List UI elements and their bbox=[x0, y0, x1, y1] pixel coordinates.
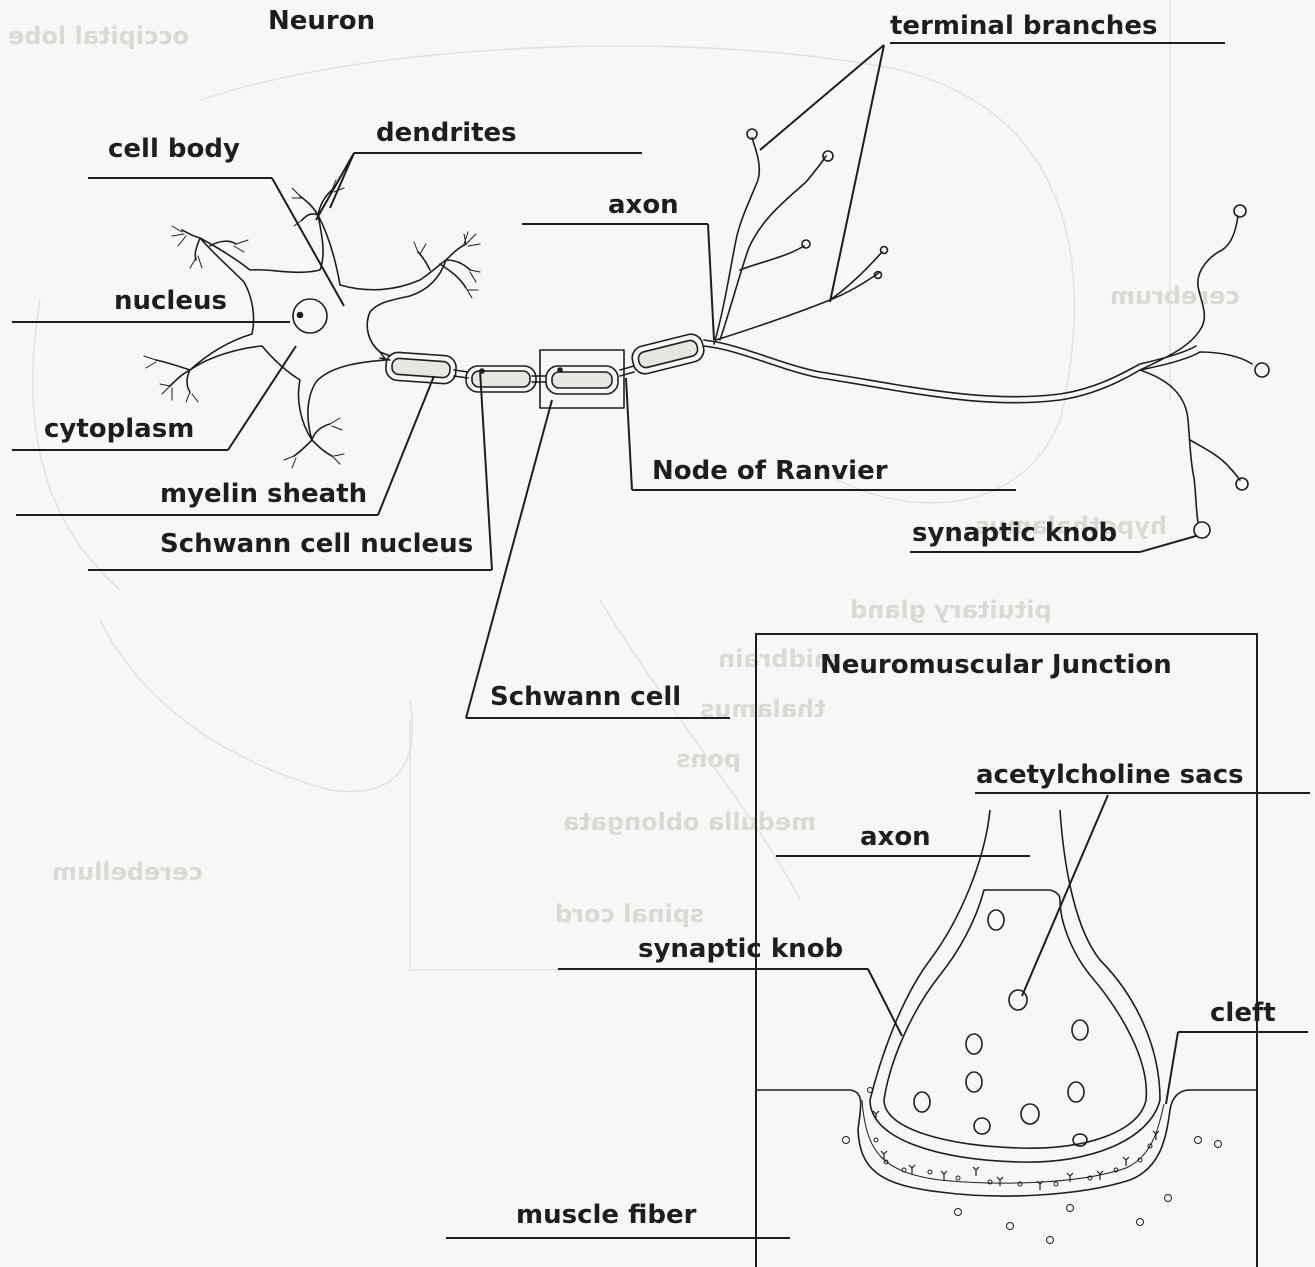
label-schwann-cell: Schwann cell bbox=[490, 682, 681, 712]
myelin-segment bbox=[466, 366, 536, 392]
label-nmj-synaptic-knob: synaptic knob bbox=[638, 934, 843, 964]
terminal-branches-upper bbox=[714, 138, 882, 344]
label-muscle-fiber: muscle fiber bbox=[516, 1200, 696, 1230]
neuron-title: Neuron bbox=[268, 6, 375, 36]
label-synaptic-knob: synaptic knob bbox=[912, 518, 1117, 548]
receptor-sites bbox=[873, 1111, 1159, 1190]
nmj-knob-inner bbox=[884, 890, 1146, 1148]
label-cleft: cleft bbox=[1210, 998, 1276, 1028]
myelin-segment bbox=[546, 366, 618, 394]
axon-terminal bbox=[704, 340, 1200, 403]
label-cytoplasm: cytoplasm bbox=[44, 414, 194, 444]
terminal-knob bbox=[1234, 205, 1246, 217]
myelin-segment bbox=[630, 332, 707, 377]
cell-body-outline bbox=[190, 215, 446, 440]
terminal-knob bbox=[1236, 478, 1248, 490]
label-dendrites: dendrites bbox=[376, 118, 517, 148]
dendrite-hairs bbox=[144, 180, 480, 468]
nmj-muscle-surface bbox=[756, 1090, 1257, 1196]
nucleolus bbox=[298, 313, 303, 318]
label-axon: axon bbox=[608, 190, 679, 220]
myelin-segment bbox=[385, 352, 457, 385]
label-myelin-sheath: myelin sheath bbox=[160, 479, 367, 509]
cleft-particles bbox=[843, 1088, 1222, 1244]
label-nucleus: nucleus bbox=[114, 286, 227, 316]
label-nmj-axon: axon bbox=[860, 822, 931, 852]
terminal-knob bbox=[881, 247, 888, 254]
nmj-axon-outline bbox=[870, 810, 1160, 1162]
terminal-knob bbox=[823, 151, 833, 161]
terminal-knob bbox=[1255, 363, 1269, 377]
label-cell-body: cell body bbox=[108, 134, 240, 164]
terminal-branches-right bbox=[1140, 216, 1252, 522]
label-acetylcholine-sacs: acetylcholine sacs bbox=[976, 760, 1244, 790]
nmj-title: Neuromuscular Junction bbox=[820, 650, 1172, 680]
nmj-label-lines bbox=[446, 793, 1310, 1238]
terminal-knob bbox=[802, 240, 810, 248]
label-terminal-branches: terminal branches bbox=[890, 11, 1157, 41]
synaptic-knob bbox=[1194, 522, 1210, 538]
label-schwann-cell-nucleus: Schwann cell nucleus bbox=[160, 529, 473, 559]
label-node-of-ranvier: Node of Ranvier bbox=[652, 456, 888, 486]
